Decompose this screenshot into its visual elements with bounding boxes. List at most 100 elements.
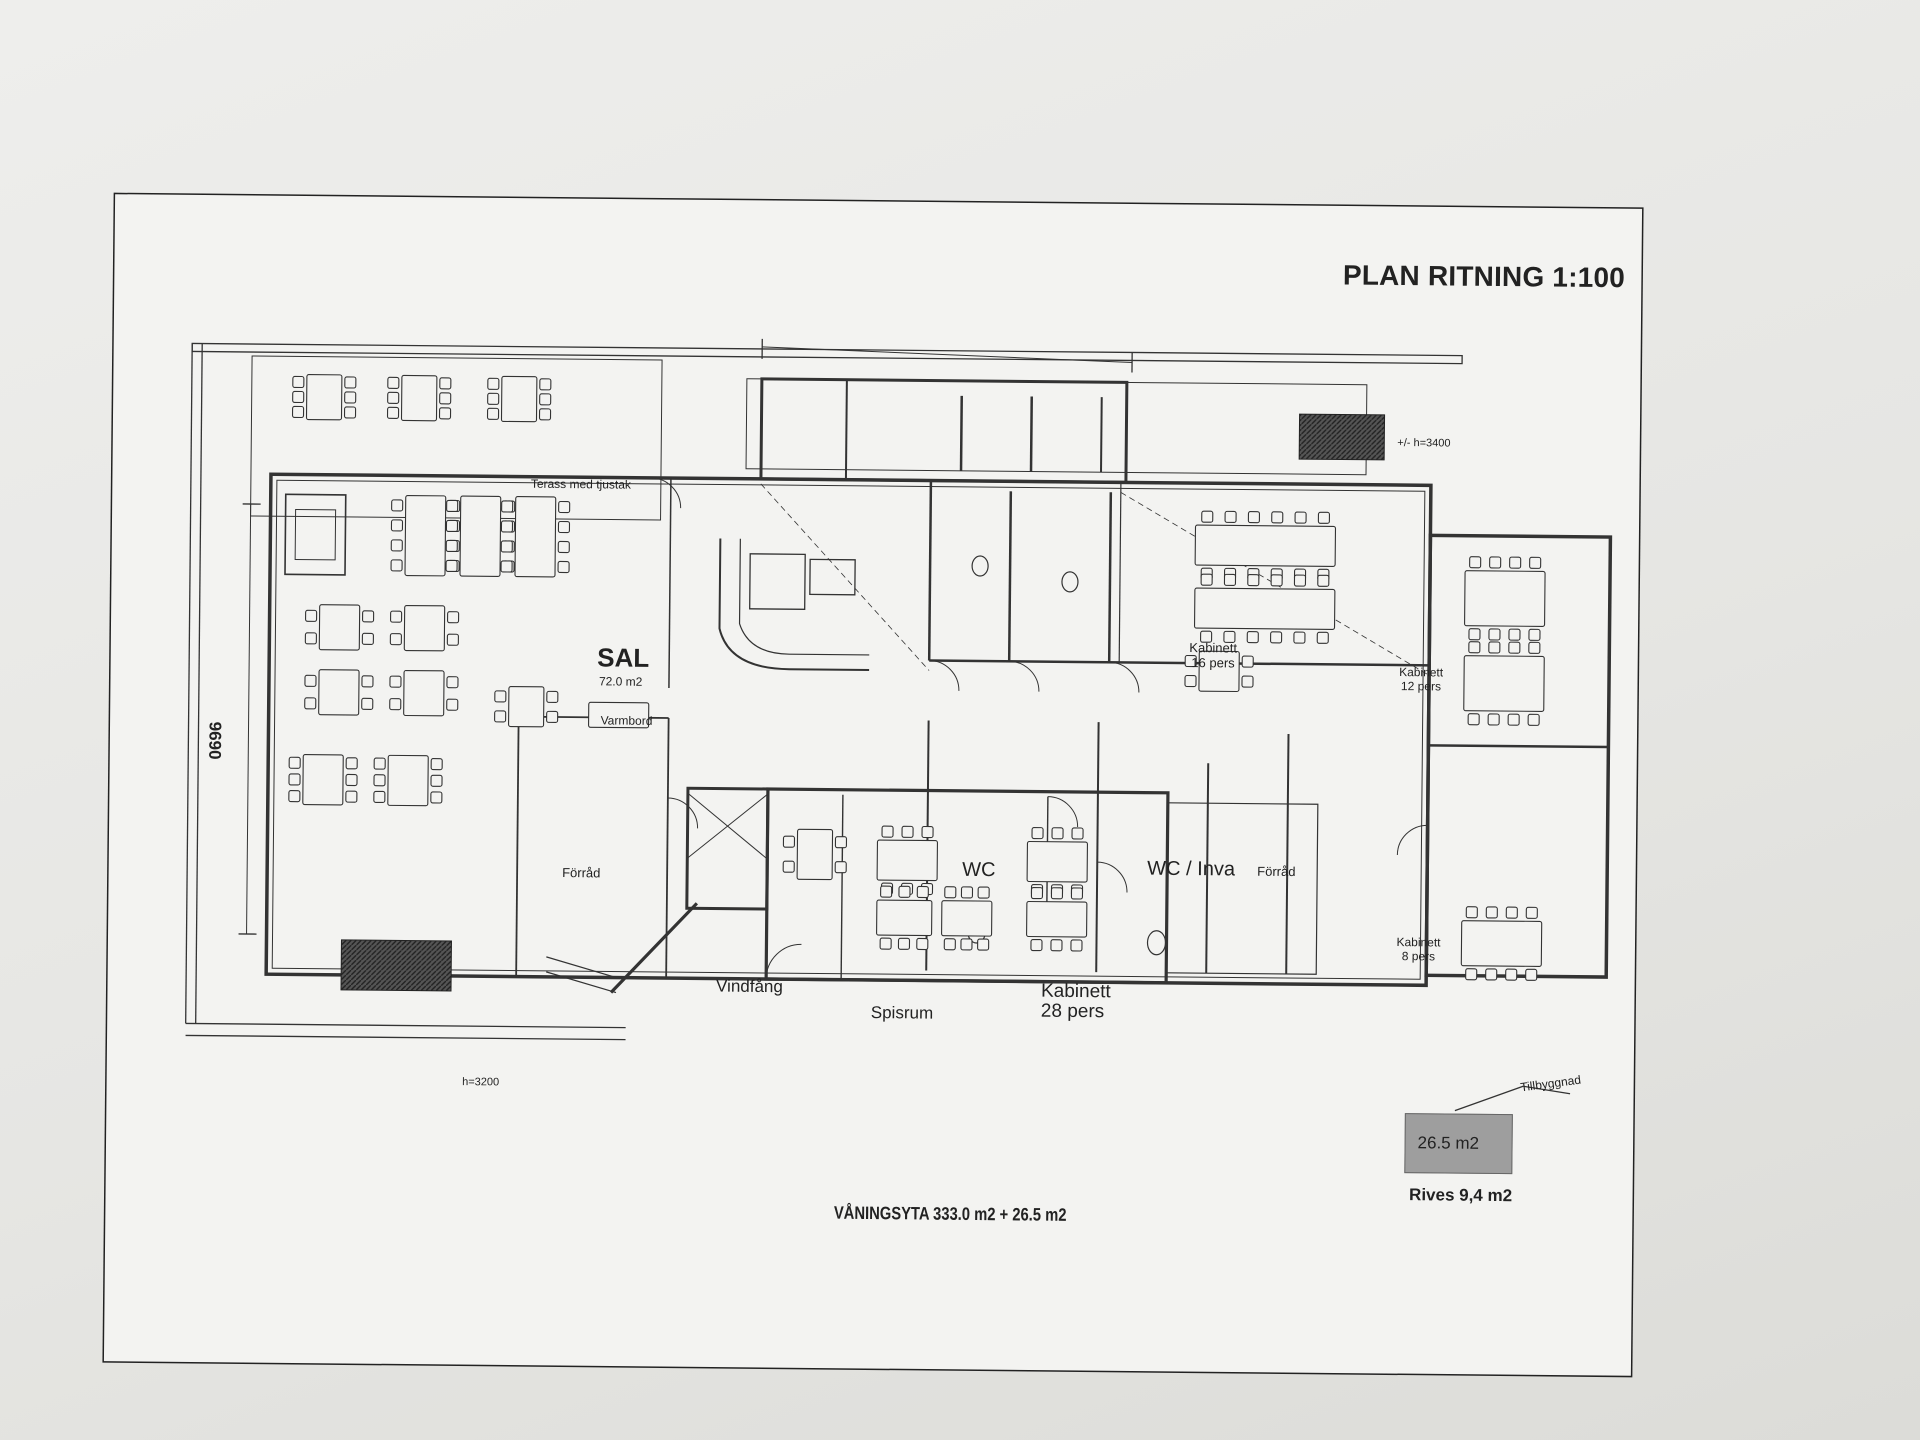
room-label-kabinett-8: Kabinett 8 pers: [1396, 935, 1440, 963]
chair: [916, 885, 929, 899]
chair: [782, 835, 796, 848]
chair: [1528, 641, 1541, 654]
chair: [1201, 510, 1214, 523]
table: [459, 495, 502, 577]
chair: [430, 791, 443, 804]
room-label-forrad-1: Förråd: [562, 865, 601, 881]
chair: [501, 500, 514, 513]
chair: [390, 610, 403, 623]
chair: [390, 559, 403, 572]
chair: [539, 393, 552, 406]
chair: [943, 938, 956, 951]
chair: [345, 790, 358, 803]
drawing-sheet: PLAN RITNING 1:100 Terass med tjustak SA…: [102, 192, 1644, 1378]
table: [941, 900, 993, 937]
chair: [916, 937, 929, 951]
chair: [494, 690, 507, 703]
kabinett-16-name: Kabinett: [1189, 640, 1238, 656]
kabinett-8-name: Kabinett: [1396, 935, 1441, 950]
kabinett-12-capacity: 12 pers: [1400, 679, 1442, 694]
chair: [1223, 573, 1237, 587]
chair: [390, 519, 404, 532]
terrace-height-left: h=3200: [462, 1076, 500, 1089]
kabinett-12-name: Kabinett: [1399, 665, 1444, 680]
chair: [446, 633, 459, 646]
chair: [445, 539, 458, 553]
chair: [546, 690, 559, 704]
chair: [487, 377, 500, 390]
chair: [344, 391, 357, 404]
kabinett-8-capacity: 8 pers: [1401, 949, 1436, 964]
table: [508, 685, 545, 728]
table: [318, 669, 360, 716]
chair: [500, 520, 514, 533]
room-label-terrace: Terass med tjustak: [530, 476, 631, 492]
chair: [1505, 906, 1518, 919]
chair: [1467, 713, 1480, 726]
chair: [1485, 968, 1498, 981]
chair: [1030, 886, 1044, 900]
table: [514, 496, 557, 578]
chair: [1070, 887, 1084, 900]
terrace-height-right: +/- h=3400: [1397, 437, 1451, 450]
chair: [438, 407, 452, 420]
chair: [1293, 631, 1306, 644]
terrace-pad-left: [340, 939, 452, 992]
chair: [1184, 654, 1197, 668]
table: [500, 375, 538, 423]
chair: [446, 676, 459, 689]
chair: [960, 886, 974, 899]
chair: [1050, 887, 1064, 900]
chair: [500, 560, 513, 573]
table: [400, 374, 438, 422]
room-label-kabinett-12: Kabinett 12 pers: [1399, 665, 1443, 693]
room-label-wc-inva: WC / Inva: [1147, 857, 1236, 881]
chair: [1031, 826, 1044, 840]
chair: [898, 885, 911, 898]
chair: [373, 790, 386, 804]
room-label-sal: SAL: [597, 642, 650, 673]
chair: [881, 825, 894, 838]
table: [1464, 570, 1546, 627]
chair: [292, 375, 305, 389]
chair: [557, 520, 571, 534]
table: [305, 374, 343, 421]
table: [876, 899, 933, 937]
chair: [1241, 675, 1254, 688]
chair: [960, 938, 973, 951]
table: [403, 604, 446, 652]
chair: [387, 376, 400, 389]
chair: [386, 406, 400, 419]
chair: [445, 519, 459, 533]
chair: [292, 390, 305, 404]
table: [876, 839, 938, 882]
room-label-vindfang: Vindfång: [715, 976, 783, 997]
chair: [1525, 968, 1538, 981]
chair: [439, 377, 452, 390]
table: [796, 828, 834, 881]
chair: [389, 675, 402, 688]
chair: [344, 376, 357, 389]
chair: [1241, 655, 1254, 668]
table: [1193, 587, 1336, 630]
kabinett-28-name: Kabinett: [1040, 980, 1111, 1003]
chair: [879, 937, 892, 950]
chair: [1508, 641, 1521, 654]
terrace-pad-right: [1298, 413, 1386, 461]
chair: [305, 609, 318, 622]
chair: [1469, 556, 1482, 569]
chair: [834, 836, 848, 849]
chair: [446, 499, 459, 513]
varmbord: [588, 701, 650, 729]
chair: [1507, 713, 1520, 726]
service-block: [759, 377, 1129, 484]
chair: [1529, 556, 1542, 569]
chair: [345, 773, 358, 787]
chair: [446, 698, 459, 711]
chair: [558, 500, 571, 514]
chair: [539, 378, 552, 391]
chair: [1030, 938, 1043, 952]
chair: [1271, 511, 1284, 524]
chair: [1527, 713, 1540, 726]
chair: [1270, 631, 1283, 644]
